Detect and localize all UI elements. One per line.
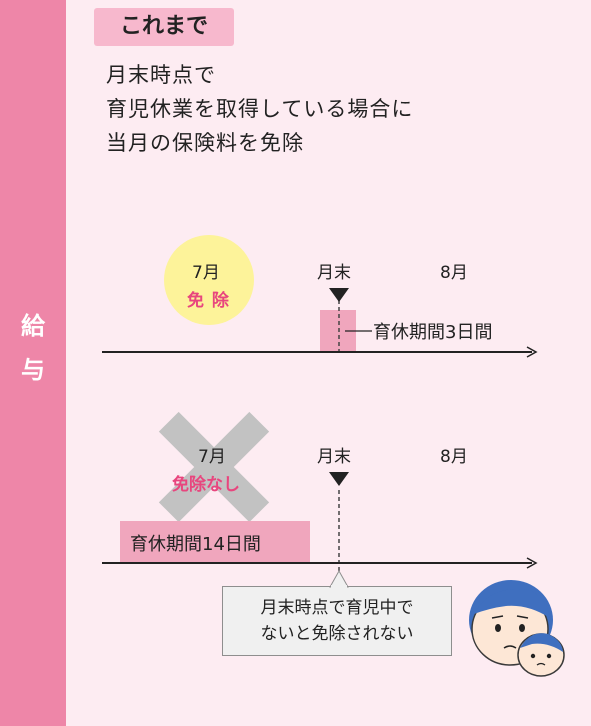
month-end-label-1: 月末	[317, 263, 351, 283]
month-end-marker-1	[329, 288, 349, 302]
callout-line-2: ないと免除されない	[260, 624, 414, 644]
category-label: 給 与	[0, 304, 66, 392]
leave-period-label-1: 育休期間3日間	[373, 322, 493, 343]
month-current-label-2: 7月	[198, 447, 226, 467]
callout-box: 月末時点で育児中で ないと免除されない	[222, 586, 452, 656]
exempt-label: 免 除	[187, 291, 230, 311]
description-line-2: 育児休業を取得している場合に	[106, 97, 414, 121]
description-line-1: 月末時点で	[106, 63, 216, 87]
category-label-line1: 給	[21, 312, 45, 340]
category-label-line2: 与	[21, 356, 45, 384]
description-line-3: 当月の保険料を免除	[106, 131, 304, 155]
month-end-label-2: 月末	[317, 447, 351, 467]
timeline-arrow-1	[526, 346, 538, 358]
cross-mark	[158, 411, 270, 523]
left-category-bar: 給 与	[0, 0, 66, 726]
exempt-circle	[164, 235, 254, 325]
rule-description: 月末時点で 育児休業を取得している場合に 当月の保険料を免除	[106, 58, 413, 160]
month-next-label-2: 8月	[440, 447, 468, 467]
callout-line-1: 月末時点で育児中で	[260, 598, 414, 618]
month-next-label-1: 8月	[440, 263, 468, 283]
no-exempt-label: 免除なし	[172, 475, 240, 495]
child-illustration	[517, 633, 565, 677]
leave-bar-14-days	[120, 521, 310, 562]
month-current-label-1: 7月	[192, 263, 220, 283]
month-end-marker-2	[329, 472, 349, 486]
leave-period-label-2: 育休期間14日間	[130, 534, 261, 555]
timeline-arrow-2	[526, 557, 538, 569]
previous-rule-badge: これまで	[94, 8, 234, 46]
